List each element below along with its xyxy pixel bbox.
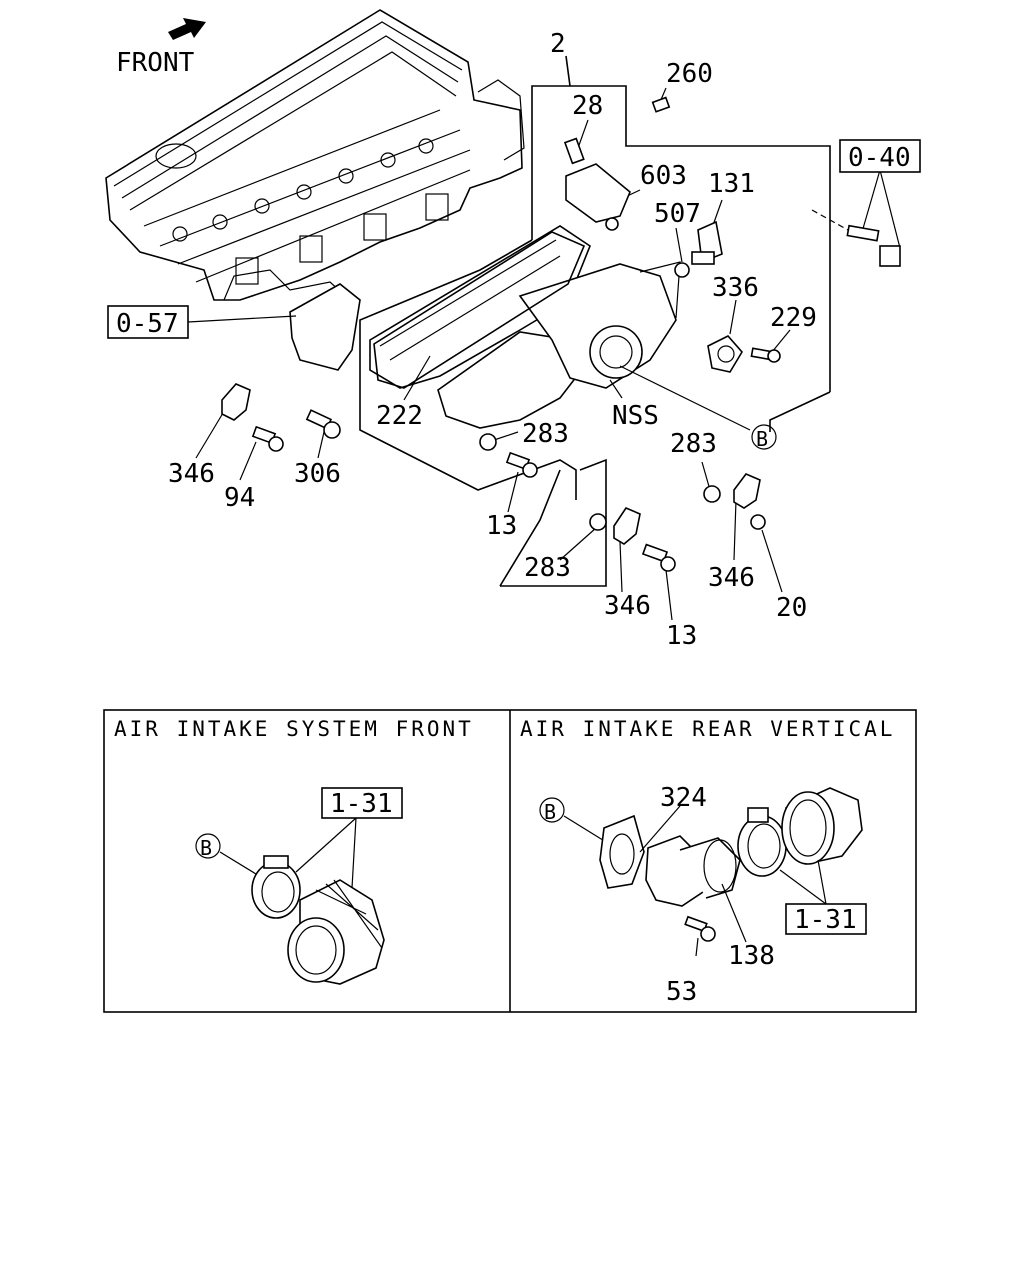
clip-346-middle [613, 507, 641, 545]
callout-346-a: 346 [168, 459, 215, 489]
ref-box-0-57-text: 0-57 [116, 309, 179, 339]
nut-20 [750, 514, 766, 530]
nut-283-c [589, 513, 607, 531]
bolt-94 [251, 425, 284, 452]
callout-94: 94 [224, 483, 255, 513]
panel-rear-b-text: B [544, 800, 556, 824]
callout-283-a: 283 [522, 419, 569, 449]
bolt-13-a [505, 451, 538, 478]
callout-603: 603 [640, 161, 687, 191]
callout-346-c: 346 [604, 591, 651, 621]
bolt-229 [750, 347, 781, 363]
callout-13-a: 13 [486, 511, 517, 541]
callout-138: 138 [728, 941, 775, 971]
callout-306: 306 [294, 459, 341, 489]
fitting-131 [691, 220, 723, 265]
clip-346-left [221, 383, 251, 421]
bolt-306 [305, 409, 341, 439]
gasket-324 [599, 814, 645, 889]
gasket [373, 231, 586, 389]
stud-0-40 [811, 209, 901, 267]
callout-nss: NSS [612, 401, 659, 431]
hose-clamp-rear [737, 807, 787, 877]
intake-pipe-rear [781, 787, 863, 865]
panel-front: AIR INTAKE SYSTEM FRONT 1-31 B [114, 717, 474, 985]
nut-283-b [703, 485, 721, 503]
b-marker-main [751, 424, 777, 450]
panel-front-b-marker [195, 833, 221, 859]
bolt-53 [684, 915, 716, 942]
intake-hose-front [287, 879, 385, 985]
ref-box-0-57 [107, 305, 189, 339]
callout-336: 336 [712, 273, 759, 303]
panel-front-b-text: B [200, 836, 212, 860]
panel-rear-ref-box [785, 903, 867, 935]
part-603 [565, 163, 631, 231]
callout-131: 131 [708, 169, 755, 199]
ref-box-0-40-text: 0-40 [848, 143, 911, 173]
plug-260 [651, 96, 671, 113]
group-bracket-2 [359, 55, 831, 500]
callout-283-c: 283 [524, 553, 571, 583]
plug-507 [674, 262, 690, 278]
leader-lines [187, 87, 901, 621]
callout-20: 20 [776, 593, 807, 623]
callout-53: 53 [666, 977, 697, 1007]
bolt-13-b [641, 543, 676, 572]
callout-28: 28 [572, 91, 603, 121]
callout-260: 260 [666, 59, 713, 89]
callout-13-b: 13 [666, 621, 697, 651]
panel-rear: AIR INTAKE REAR VERTICAL B [520, 717, 895, 1007]
elbow-138 [645, 835, 741, 907]
nut-283-a [479, 433, 497, 451]
panel-rear-b-marker [539, 797, 565, 823]
callout-2: 2 [550, 29, 566, 59]
panel-front-title: AIR INTAKE SYSTEM FRONT [114, 717, 474, 741]
callout-222: 222 [376, 401, 423, 431]
callout-507: 507 [654, 199, 701, 229]
callout-346-b: 346 [708, 563, 755, 593]
callout-229: 229 [770, 303, 817, 333]
panel-front-ref-box [321, 787, 403, 819]
panel-rear-ref-text: 1-31 [794, 905, 857, 935]
panel-rear-title: AIR INTAKE REAR VERTICAL [520, 717, 895, 741]
front-arrow-icon [168, 18, 206, 40]
callout-283-b: 283 [670, 429, 717, 459]
ref-box-0-40 [839, 139, 921, 173]
callout-324: 324 [660, 783, 707, 813]
clip-346-right [733, 473, 761, 509]
panel-front-ref-text: 1-31 [330, 789, 393, 819]
flange-336 [707, 335, 743, 373]
bolt-28 [563, 137, 585, 165]
intake-manifold [289, 225, 681, 429]
front-label: FRONT [116, 48, 195, 78]
b-marker-main-text: B [756, 427, 768, 451]
hose-clamp-front [251, 855, 301, 919]
